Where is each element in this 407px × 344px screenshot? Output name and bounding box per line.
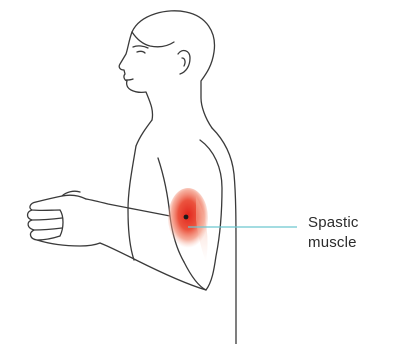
ear-outline [178, 51, 190, 74]
figure-outline [28, 11, 237, 344]
head-outline [132, 11, 214, 128]
mouth [126, 79, 133, 80]
finger-1 [30, 202, 60, 210]
torso-front [128, 146, 136, 260]
ear-detail [182, 58, 185, 66]
hand-back [36, 195, 86, 202]
forearm-lower [100, 243, 206, 290]
palm [37, 240, 100, 246]
knuckle-line [60, 210, 63, 236]
eyebrow [133, 46, 148, 48]
back-outline [212, 128, 236, 344]
callout-label: Spastic muscle [308, 213, 403, 253]
finger-4 [30, 230, 60, 240]
finger-2 [28, 210, 63, 220]
spastic-muscle-highlight [168, 188, 208, 262]
callout-label-line-1: Spastic [308, 213, 403, 233]
finger-3 [28, 220, 62, 230]
eye [137, 51, 145, 53]
callout-label-line-2: muscle [308, 233, 403, 253]
hairline [132, 32, 174, 47]
neck-front [136, 120, 152, 146]
callout-dot [184, 215, 189, 220]
